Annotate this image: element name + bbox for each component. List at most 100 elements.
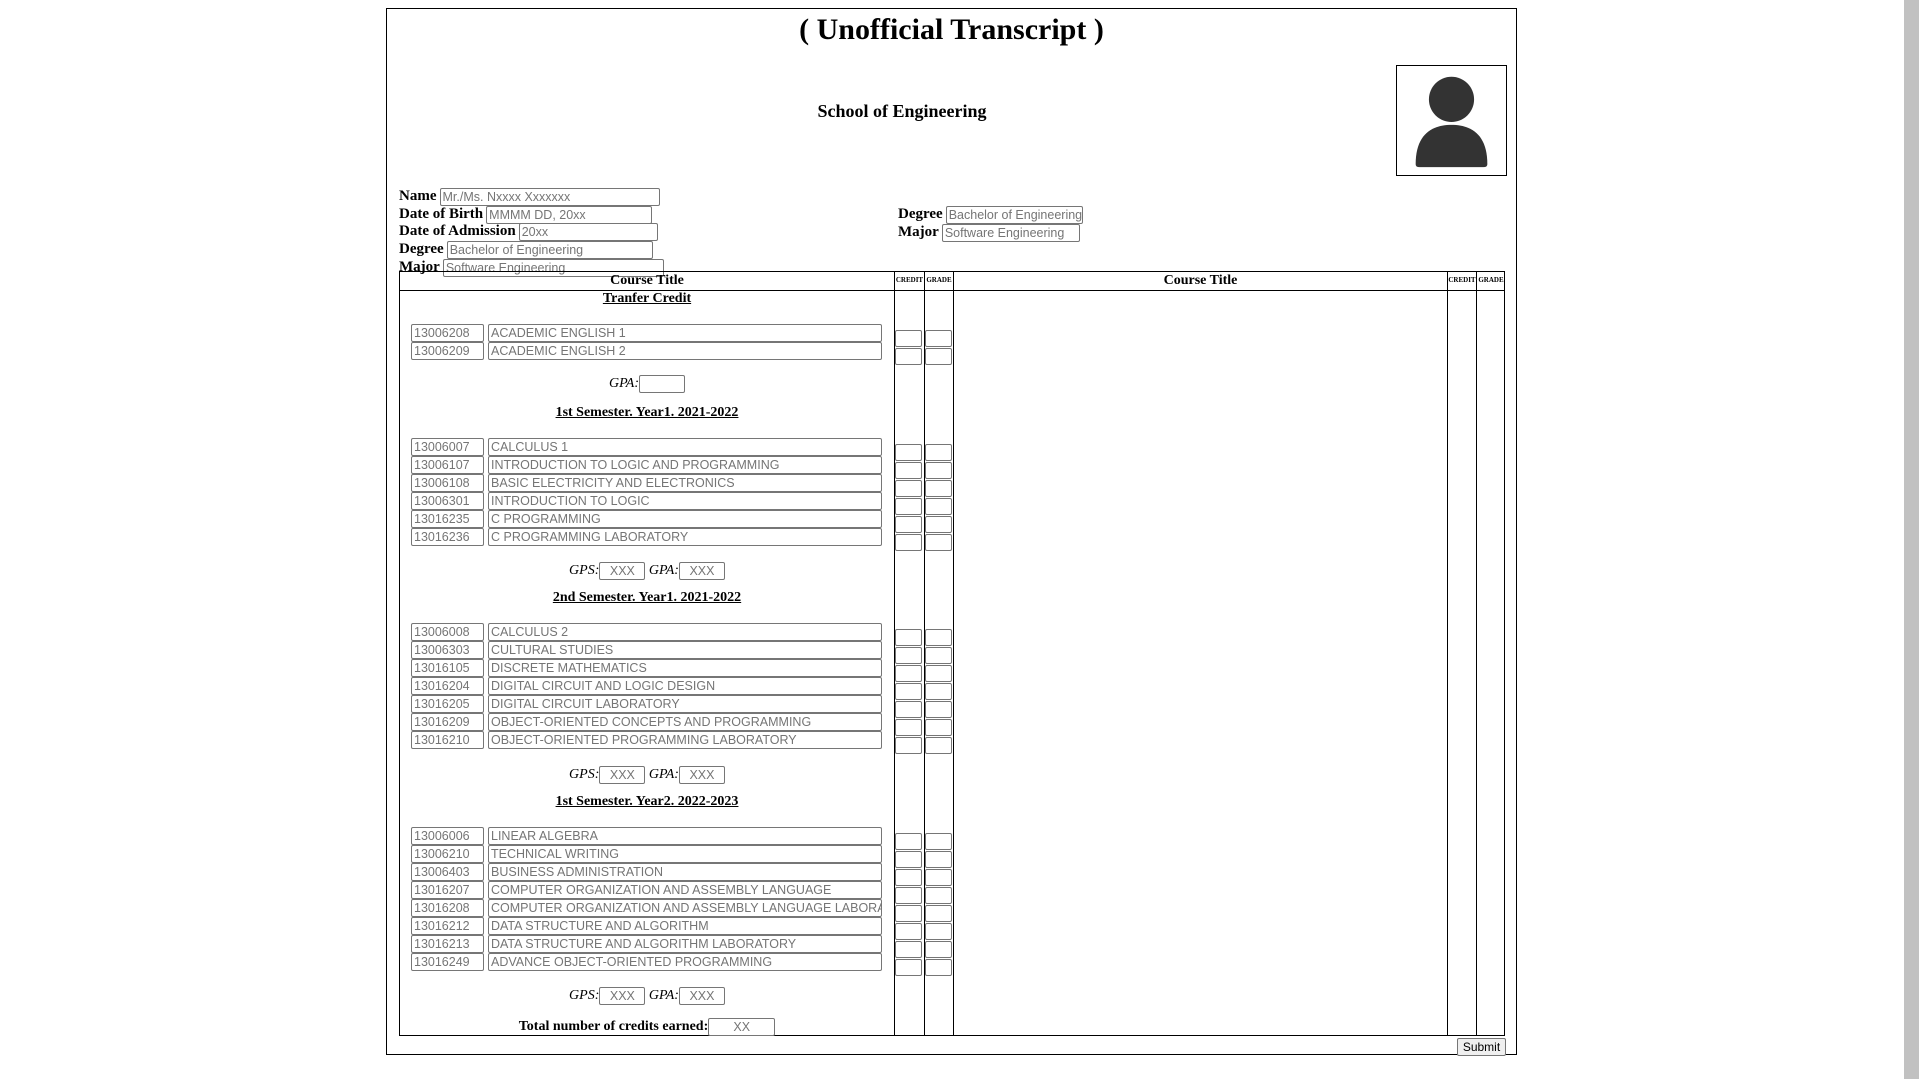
grade-field[interactable]: [925, 647, 952, 664]
course-code-field[interactable]: 13016236: [411, 528, 484, 546]
course-title-field[interactable]: C PROGRAMMING LABORATORY: [488, 528, 882, 546]
credit-field[interactable]: [895, 833, 922, 850]
grade-field[interactable]: [925, 665, 952, 682]
credit-field[interactable]: [895, 905, 922, 922]
course-code-field[interactable]: 13006303: [411, 641, 484, 659]
gpa-field[interactable]: XXX: [678, 766, 725, 784]
submit-button[interactable]: Submit: [1457, 1038, 1506, 1056]
grade-field[interactable]: [925, 887, 952, 904]
credit-field[interactable]: [895, 629, 922, 646]
course-title-field[interactable]: ADVANCE OBJECT-ORIENTED PROGRAMMING: [488, 953, 882, 971]
grade-field[interactable]: [925, 516, 952, 533]
course-code-field[interactable]: 13016210: [411, 731, 484, 749]
dob-field[interactable]: MMMM DD, 20xx: [486, 205, 653, 224]
admission-field[interactable]: 20xx: [518, 222, 658, 241]
grade-field[interactable]: [925, 480, 952, 497]
right-major-field[interactable]: Software Engineering: [941, 223, 1080, 242]
course-title-field[interactable]: DATA STRUCTURE AND ALGORITHM: [488, 917, 882, 935]
grade-field[interactable]: [925, 851, 952, 868]
credit-field[interactable]: [895, 701, 922, 718]
course-code-field[interactable]: 13006008: [411, 623, 484, 641]
total-credits-field[interactable]: XX: [708, 1018, 776, 1036]
course-title-field[interactable]: CULTURAL STUDIES: [488, 641, 882, 659]
credit-field[interactable]: [895, 941, 922, 958]
grade-field[interactable]: [925, 923, 952, 940]
course-title-field[interactable]: ACADEMIC ENGLISH 1: [488, 324, 882, 342]
course-code-field[interactable]: 13006107: [411, 456, 484, 474]
credit-field[interactable]: [895, 330, 922, 347]
course-title-field[interactable]: INTRODUCTION TO LOGIC: [488, 492, 882, 510]
course-title-field[interactable]: CALCULUS 2: [488, 623, 882, 641]
course-title-field[interactable]: OBJECT-ORIENTED CONCEPTS AND PROGRAMMING: [488, 713, 882, 731]
grade-field[interactable]: [925, 683, 952, 700]
course-code-field[interactable]: 13016208: [411, 899, 484, 917]
course-code-field[interactable]: 13006301: [411, 492, 484, 510]
course-title-field[interactable]: INTRODUCTION TO LOGIC AND PROGRAMMING: [488, 456, 882, 474]
gps-field[interactable]: XXX: [599, 562, 646, 580]
grade-field[interactable]: [925, 629, 952, 646]
credit-field[interactable]: [895, 498, 922, 515]
grade-field[interactable]: [925, 498, 952, 515]
credit-field[interactable]: [895, 683, 922, 700]
gps-field[interactable]: XXX: [599, 766, 646, 784]
credit-field[interactable]: [895, 516, 922, 533]
course-title-field[interactable]: DIGITAL CIRCUIT AND LOGIC DESIGN: [488, 677, 882, 695]
course-title-field[interactable]: OBJECT-ORIENTED PROGRAMMING LABORATORY: [488, 731, 882, 749]
course-title-field[interactable]: COMPUTER ORGANIZATION AND ASSEMBLY LANGU…: [488, 881, 882, 899]
credit-field[interactable]: [895, 719, 922, 736]
course-code-field[interactable]: 13016207: [411, 881, 484, 899]
gpa-field[interactable]: XXX: [678, 562, 725, 580]
grade-field[interactable]: [925, 534, 952, 551]
credit-field[interactable]: [895, 851, 922, 868]
credit-field[interactable]: [895, 444, 922, 461]
course-code-field[interactable]: 13016235: [411, 510, 484, 528]
course-code-field[interactable]: 13016209: [411, 713, 484, 731]
course-title-field[interactable]: CALCULUS 1: [488, 438, 882, 456]
grade-field[interactable]: [925, 941, 952, 958]
grade-field[interactable]: [925, 348, 952, 365]
vertical-scrollbar[interactable]: [1904, 0, 1919, 1079]
course-title-field[interactable]: BASIC ELECTRICITY AND ELECTRONICS: [488, 474, 882, 492]
course-code-field[interactable]: 13016205: [411, 695, 484, 713]
course-title-field[interactable]: DISCRETE MATHEMATICS: [488, 659, 882, 677]
grade-field[interactable]: [925, 869, 952, 886]
course-code-field[interactable]: 13006208: [411, 324, 484, 342]
course-title-field[interactable]: COMPUTER ORGANIZATION AND ASSEMBLY LANGU…: [488, 899, 882, 917]
name-field[interactable]: Mr./Ms. Nxxxx Xxxxxxx: [439, 187, 660, 206]
course-code-field[interactable]: 13016249: [411, 953, 484, 971]
credit-field[interactable]: [895, 737, 922, 754]
course-code-field[interactable]: 13006210: [411, 845, 484, 863]
course-title-field[interactable]: ACADEMIC ENGLISH 2: [488, 342, 882, 360]
course-title-field[interactable]: LINEAR ALGEBRA: [488, 827, 882, 845]
credit-field[interactable]: [895, 923, 922, 940]
credit-field[interactable]: [895, 959, 922, 976]
grade-field[interactable]: [925, 959, 952, 976]
course-code-field[interactable]: 13006209: [411, 342, 484, 360]
course-code-field[interactable]: 13016105: [411, 659, 484, 677]
credit-field[interactable]: [895, 869, 922, 886]
credit-field[interactable]: [895, 665, 922, 682]
course-title-field[interactable]: DIGITAL CIRCUIT LABORATORY: [488, 695, 882, 713]
grade-field[interactable]: [925, 719, 952, 736]
course-code-field[interactable]: 13006006: [411, 827, 484, 845]
gpa-field[interactable]: [639, 375, 686, 393]
gpa-field[interactable]: XXX: [678, 987, 725, 1005]
grade-field[interactable]: [925, 330, 952, 347]
right-degree-field[interactable]: Bachelor of Engineering: [945, 205, 1083, 224]
course-code-field[interactable]: 13016204: [411, 677, 484, 695]
course-title-field[interactable]: C PROGRAMMING: [488, 510, 882, 528]
credit-field[interactable]: [895, 887, 922, 904]
grade-field[interactable]: [925, 905, 952, 922]
credit-field[interactable]: [895, 348, 922, 365]
course-code-field[interactable]: 13006007: [411, 438, 484, 456]
course-title-field[interactable]: DATA STRUCTURE AND ALGORITHM LABORATORY: [488, 935, 882, 953]
credit-field[interactable]: [895, 462, 922, 479]
course-title-field[interactable]: BUSINESS ADMINISTRATION: [488, 863, 882, 881]
course-code-field[interactable]: 13016213: [411, 935, 484, 953]
grade-field[interactable]: [925, 701, 952, 718]
credit-field[interactable]: [895, 480, 922, 497]
course-code-field[interactable]: 13006108: [411, 474, 484, 492]
credit-field[interactable]: [895, 647, 922, 664]
grade-field[interactable]: [925, 737, 952, 754]
course-title-field[interactable]: TECHNICAL WRITING: [488, 845, 882, 863]
